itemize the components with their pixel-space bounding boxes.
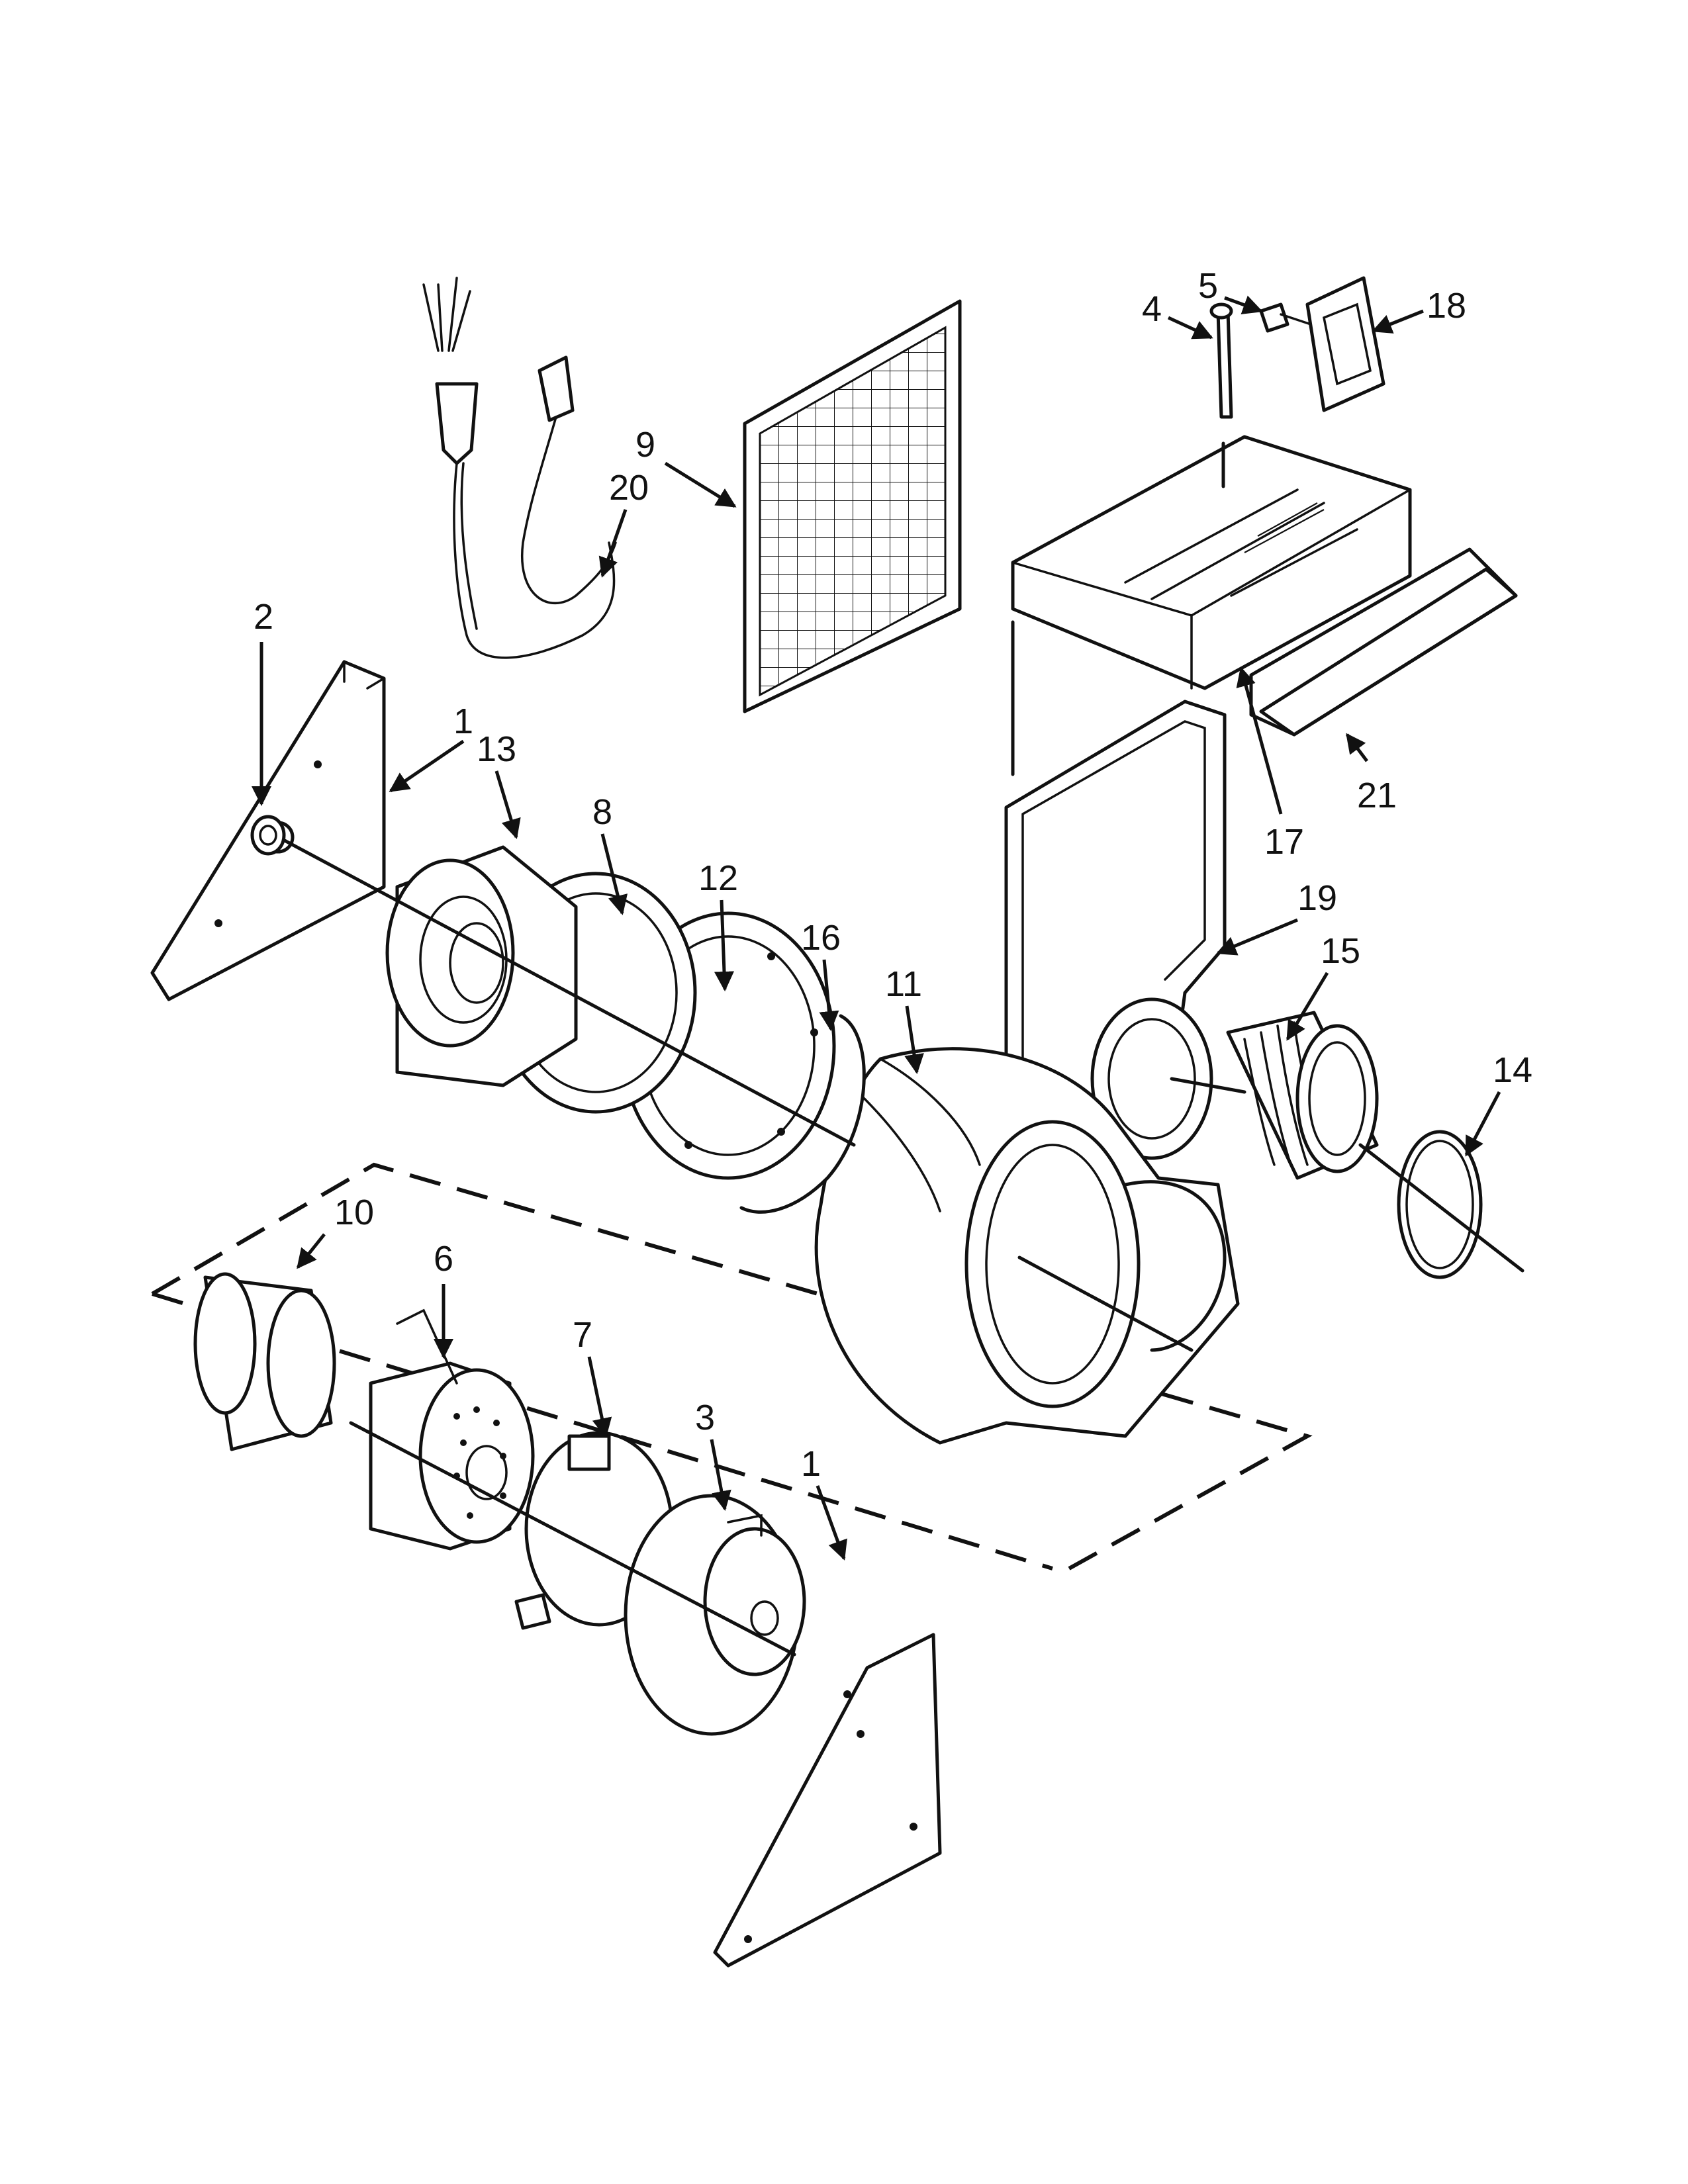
callout-20: 20 [609,468,649,508]
callout-18: 18 [1427,286,1466,326]
filter-grille [743,299,962,713]
blower-wheel [193,1272,336,1451]
callout-4: 4 [1142,289,1162,329]
clip-bracket [1305,276,1385,412]
callout-10: 10 [334,1193,374,1232]
callout-14: 14 [1493,1050,1532,1090]
inlet-cone [385,845,578,1087]
flexible-hose [1226,1011,1379,1180]
callout-9: 9 [635,425,655,465]
callout-1-upper: 1 [453,702,473,741]
callout-21: 21 [1357,776,1397,815]
callout-11: 11 [885,964,922,1004]
callout-leaders [252,295,1501,1561]
blower-motor [369,1308,535,1551]
callout-15: 15 [1321,931,1360,971]
callout-12: 12 [698,858,738,898]
callout-5: 5 [1198,266,1218,306]
duct-housing-frame [1011,435,1412,690]
callout-2: 2 [254,597,273,637]
callout-1-lower: 1 [801,1444,821,1484]
callout-19: 19 [1297,878,1337,918]
callout-17: 17 [1264,822,1304,862]
callout-7: 7 [573,1315,592,1355]
blower-housing [814,1047,1240,1445]
callout-labels: 2 1 13 8 12 16 11 9 20 4 5 18 17 21 19 1… [254,266,1532,1484]
callout-3: 3 [695,1398,715,1437]
grommet [250,815,286,856]
screw [1259,302,1312,333]
callout-16: 16 [801,918,841,958]
mounting-pin [1209,302,1233,419]
callout-8: 8 [592,792,612,832]
motor-shroud [624,1494,806,1736]
power-cord [422,277,617,659]
callout-6: 6 [434,1239,453,1279]
callout-13: 13 [477,729,516,769]
side-panel-lower [713,1633,942,1968]
assembly-axis-lines [283,441,1524,1657]
